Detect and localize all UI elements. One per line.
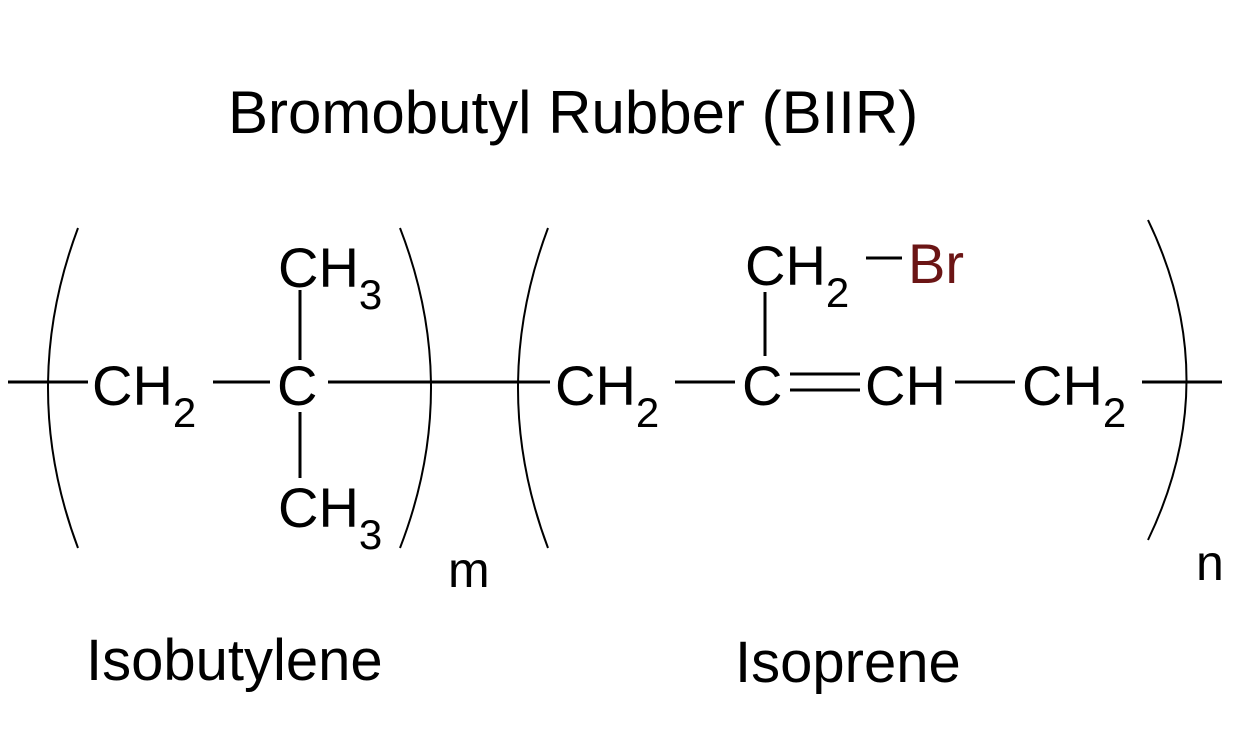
atom-ch3-bottom: CH3: [278, 476, 383, 558]
atom-ch-alkene: CH: [865, 354, 946, 417]
repeat-index-n: n: [1196, 535, 1224, 591]
bracket-left-isoprene: [517, 227, 549, 549]
atom-ch2-branch: CH2: [745, 234, 850, 316]
atom-ch3-top: CH3: [278, 236, 383, 318]
repeat-index-m: m: [448, 542, 490, 598]
atom-ch2-isobutylene: CH2: [92, 354, 197, 436]
diagram-title: Bromobutyl Rubber (BIIR): [228, 79, 919, 146]
bracket-left-isobutylene: [47, 227, 79, 549]
atom-c-quaternary: C: [277, 354, 318, 417]
atom-ch2-terminal: CH2: [1022, 354, 1127, 436]
bracket-right-isobutylene: [399, 227, 432, 549]
atom-bromine: Br: [908, 232, 964, 295]
atom-c-alkene: C: [742, 354, 783, 417]
label-isoprene: Isoprene: [735, 630, 961, 695]
bracket-right-isoprene: [1147, 219, 1188, 541]
atom-ch2-isoprene: CH2: [555, 354, 660, 436]
label-isobutylene: Isobutylene: [86, 628, 383, 693]
